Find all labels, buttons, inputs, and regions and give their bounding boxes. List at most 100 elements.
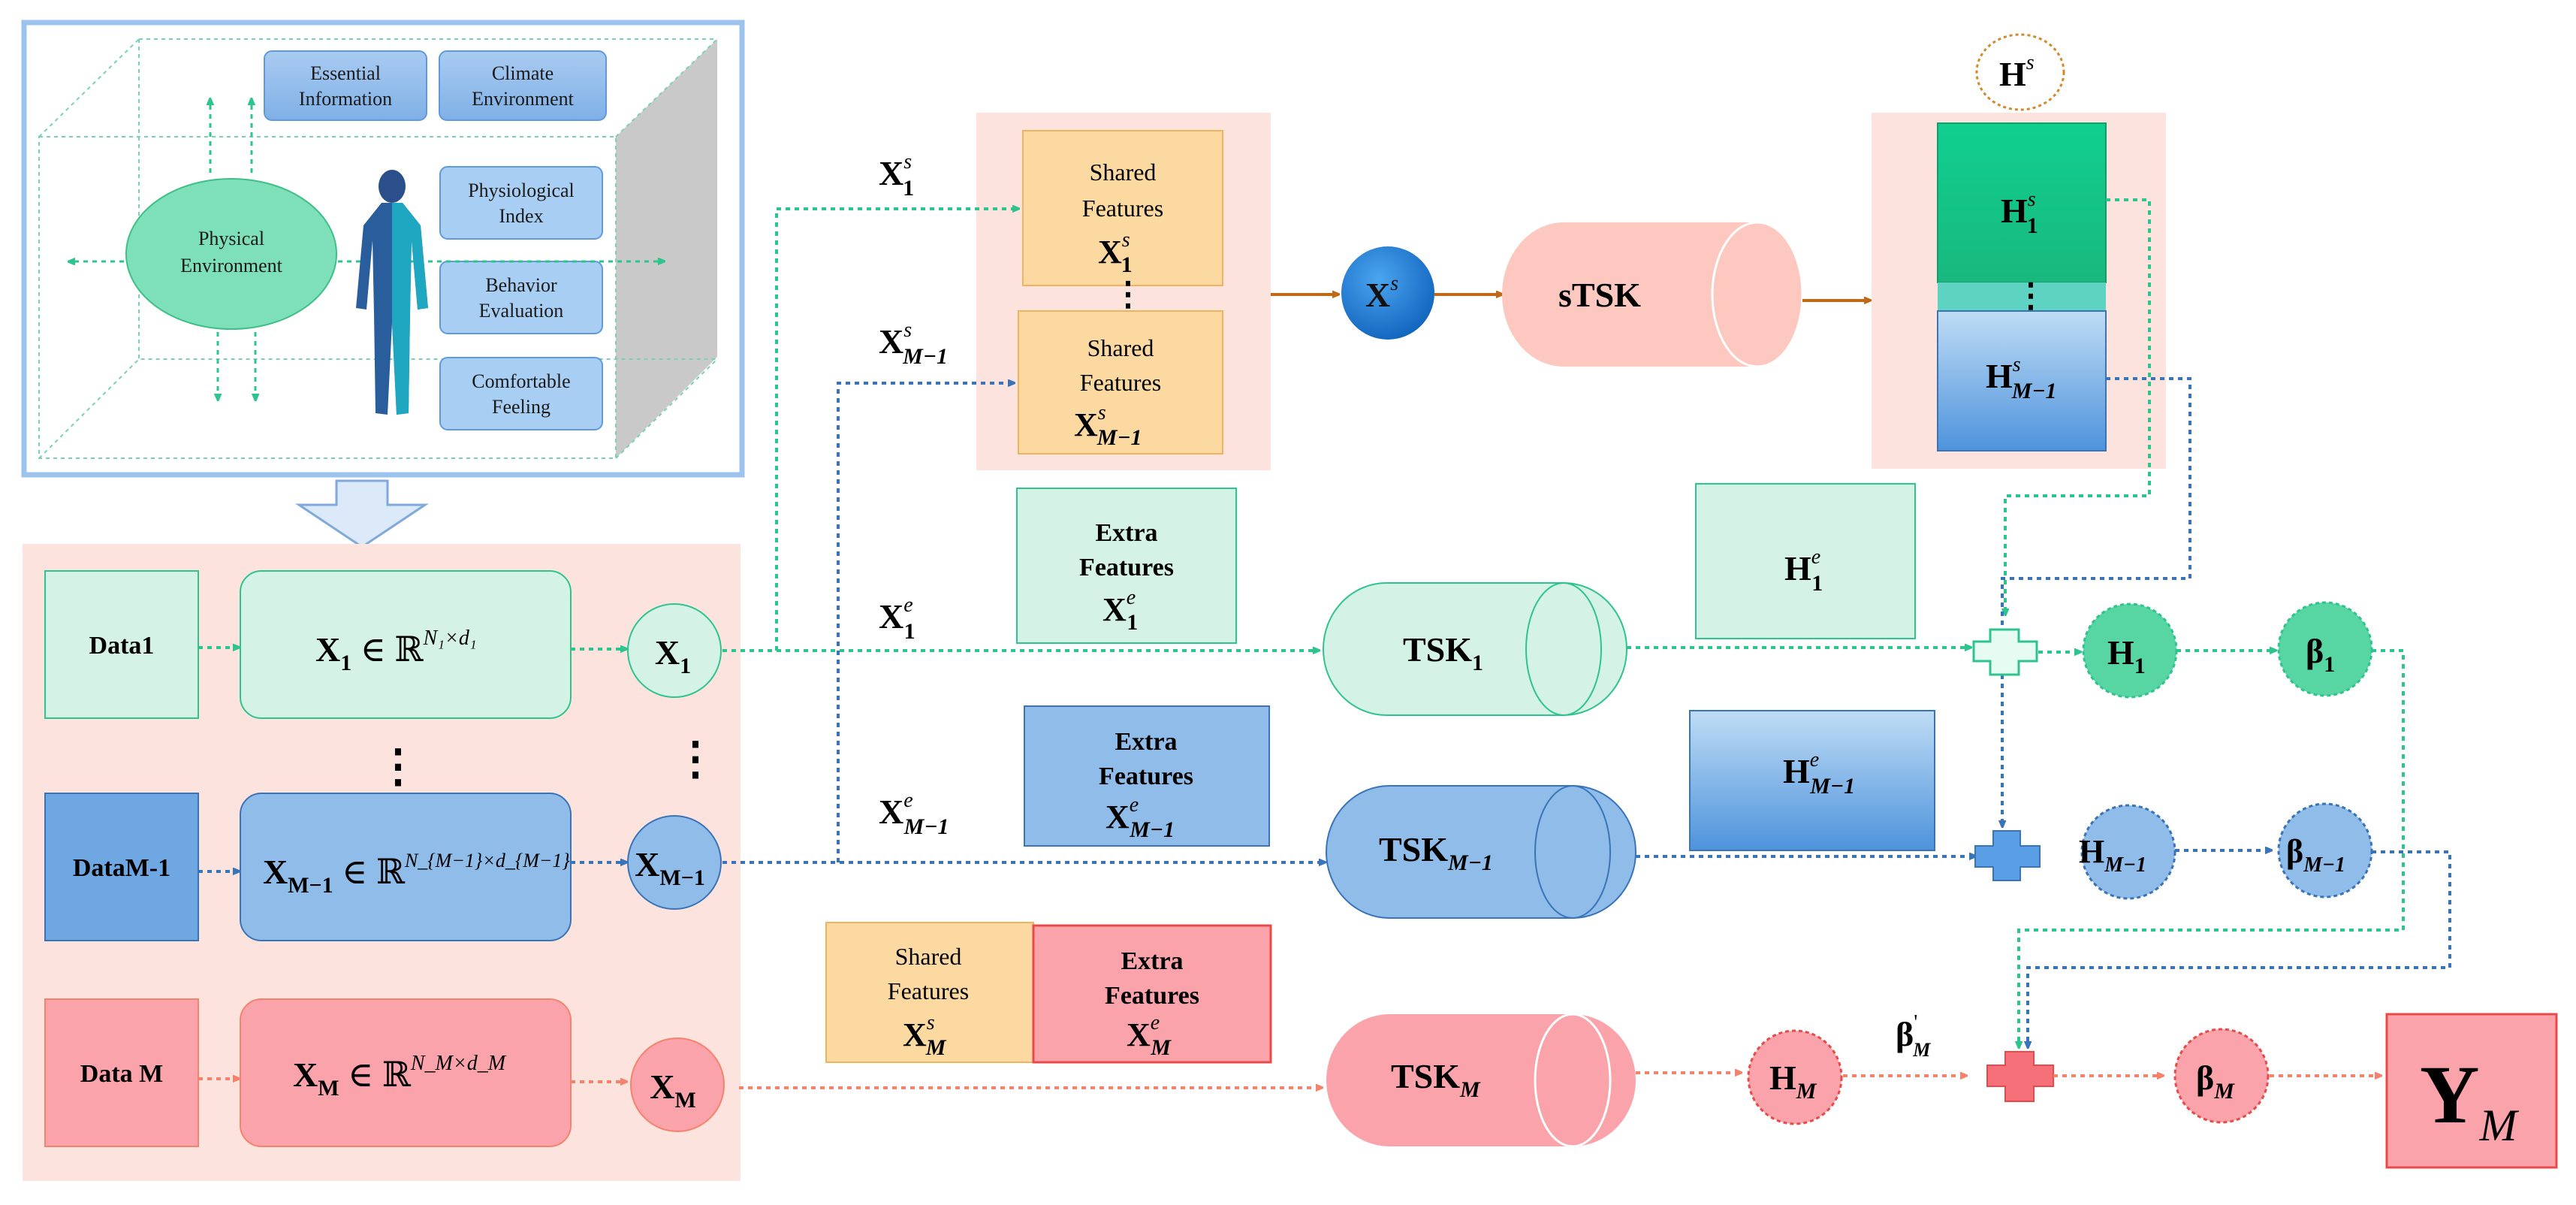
tag-comfortable-feeling: Comfortable Feeling [439,357,603,430]
svg-text:βM: βM [2196,1059,2235,1104]
svg-text:Xs: Xs [1365,272,1398,314]
node-xm: XM [650,1068,696,1113]
bm-node: βM [2173,1028,2270,1124]
shared2-line1: Shared [1087,334,1154,361]
extram1-line1: Extra [1115,728,1177,756]
shared2-line2: Features [1080,369,1161,396]
tag-essential-line2: Information [299,88,392,110]
plus-icon-1 [1972,628,2038,676]
tag-climate-line2: Environment [472,88,575,110]
svg-text:YM: YM [2420,1049,2519,1150]
svg-text:HsM−1: HsM−1 [1986,353,2057,403]
plus-icon-3 [1986,1051,2054,1102]
node-xm1: XM−1 [635,845,705,890]
physical-environment-ellipse: Physical Environment [125,178,337,330]
shared1-line1: Shared [1090,159,1157,186]
ym-output: YM [2385,1013,2558,1169]
svg-text:H1: H1 [2107,633,2146,678]
dots-node: ⋮ [673,734,718,784]
dots-formula: ⋮ [376,741,421,791]
sharedm-line2: Features [888,977,969,1004]
tskm1-cylinder: TSKM−1 [1326,785,1636,919]
edge-x1-to-shared1 [722,209,1018,652]
hs-dots: ⋮ [2014,277,2047,314]
physical-line2: Environment [180,255,283,276]
tag-behavior-line1: Behavior [485,274,557,296]
svg-text:TSKM−1: TSKM−1 [1379,830,1493,875]
stsk-label: sTSK [1558,276,1641,314]
svg-text:βM−1: βM−1 [2286,833,2345,877]
formula-x1: X1 ∈ ℝN₁×d₁ [315,627,477,675]
extram-line2: Features [1105,982,1199,1010]
tag-comfortable-line1: Comfortable [472,370,570,392]
b1-node: β1 [2277,601,2373,697]
svg-text:He1: He1 [1784,545,1823,596]
edge-hs1-to-plus1 [2005,198,2151,615]
datam-label: Data M [80,1060,163,1088]
extram1-line2: Features [1099,763,1193,790]
extra1-line2: Features [1079,554,1174,581]
tag-climate-line1: Climate [492,62,554,84]
hm1-node: HM−1 [2079,804,2176,900]
svg-text:TSK1: TSK1 [1403,630,1483,675]
scene-panel: Essential Information Climate Environmen… [21,20,745,478]
tag-physiological-line1: Physiological [468,180,575,201]
sharedm-line1: Shared [895,943,962,970]
tskm-cylinder: TSKM [1326,1013,1636,1148]
row-data1: Data1 X1 ∈ ℝN₁×d₁ X1 [44,570,722,719]
extra1-line1: Extra [1095,519,1157,547]
node-x1: X1 [655,633,691,678]
human-figure-icon [356,170,428,415]
datam1-label: DataM-1 [73,854,170,882]
plus-icon-2 [1974,830,2041,881]
tsk1-cylinder: TSK1 [1323,582,1627,716]
svg-text:β1: β1 [2306,632,2335,677]
edge-b1-to-plus3 [2019,649,2405,1047]
tag-physiological-line2: Index [499,205,543,227]
data1-label: Data1 [89,632,155,660]
bm1-node: βM−1 [2277,802,2373,898]
tag-essential-line1: Essential [310,62,381,84]
stsk-cylinder: sTSK [1502,221,1804,368]
tag-behavior-evaluation: Behavior Evaluation [439,261,603,334]
tag-essential-information: Essential Information [264,50,427,121]
row-datam: Data M XM ∈ ℝN_M×d_M XM [44,998,725,1147]
tag-behavior-line2: Evaluation [479,300,564,322]
edge-xm1-to-shared2 [837,383,1014,862]
hs-oval: Hs [1975,33,2065,111]
xs-node: Xs [1341,246,1434,340]
formula-xm: XM ∈ ℝN_M×d_M [293,1052,507,1101]
edge-bm1-to-plus3 [2028,850,2451,1047]
svg-text:Hs1: Hs1 [2001,188,2038,238]
formula-xm1: XM−1 ∈ ℝN_{M−1}×d_{M−1} [263,850,570,898]
hm-node: HM [1747,1029,1843,1125]
physical-line1: Physical [198,228,264,249]
tag-comfortable-line2: Feeling [492,396,550,418]
bprime-label: β'M [1896,1011,1931,1061]
shared-dots: ⋮ [1112,276,1145,313]
extram-line1: Extra [1121,947,1183,975]
tag-physiological-index: Physiological Index [439,166,603,240]
svg-text:TSKM: TSKM [1391,1057,1481,1102]
h1-node: H1 [2082,602,2178,699]
